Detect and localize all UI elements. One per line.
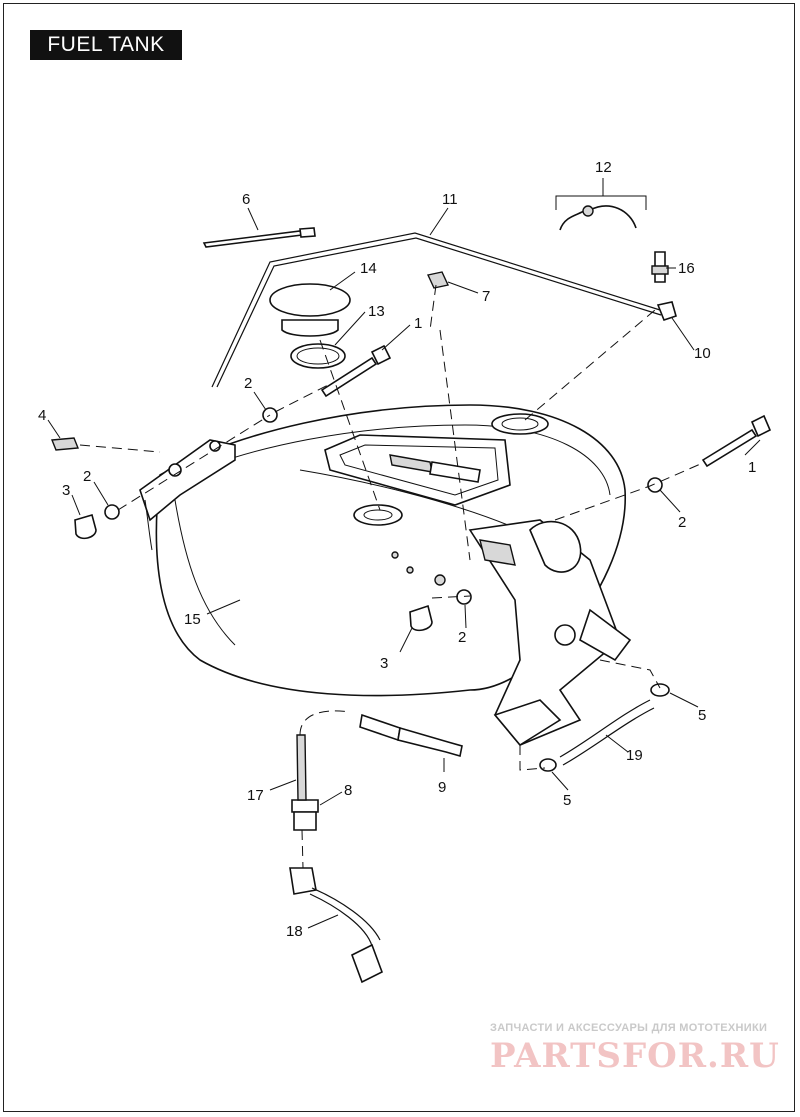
callout-2-front: 2 bbox=[83, 468, 91, 485]
washer-front bbox=[104, 504, 120, 520]
mounting-bolt-upper bbox=[320, 344, 392, 398]
callout-2-lower: 2 bbox=[458, 629, 466, 646]
fuel-line-connector bbox=[359, 713, 463, 758]
callout-9: 9 bbox=[438, 779, 446, 796]
callout-3-lower: 3 bbox=[380, 655, 388, 672]
washer-rear bbox=[647, 477, 663, 493]
callout-17: 17 bbox=[247, 787, 264, 804]
callout-2-upper: 2 bbox=[244, 375, 252, 392]
callout-5-upper: 5 bbox=[698, 707, 706, 724]
watermark-tagline: ЗАПЧАСТИ И АКСЕССУАРЫ ДЛЯ МОТОТЕХНИКИ bbox=[490, 1022, 768, 1034]
vent-hose-group bbox=[555, 195, 647, 231]
callout-4: 4 bbox=[38, 407, 46, 424]
callout-6: 6 bbox=[242, 191, 250, 208]
callout-7: 7 bbox=[482, 288, 490, 305]
callout-13: 13 bbox=[368, 303, 385, 320]
spring-hose bbox=[296, 734, 307, 801]
callout-3-front: 3 bbox=[62, 482, 70, 499]
callout-leader-lines bbox=[47, 178, 761, 929]
callout-19: 19 bbox=[626, 747, 643, 764]
page-frame bbox=[3, 3, 795, 1112]
washer-lower bbox=[456, 589, 472, 605]
callout-2-rear: 2 bbox=[678, 514, 686, 531]
callout-5-lower: 5 bbox=[563, 792, 571, 809]
assembly-reference-lines bbox=[79, 284, 706, 869]
callout-1-upper: 1 bbox=[414, 315, 422, 332]
callout-10: 10 bbox=[694, 345, 711, 362]
hose-clamp-upper bbox=[650, 683, 670, 697]
vent-tube bbox=[211, 232, 661, 388]
mounting-bolt-rear bbox=[701, 414, 772, 468]
watermark-logo: PARTSFOR.RU bbox=[490, 1036, 780, 1076]
drain-hose bbox=[559, 699, 651, 758]
page-title: FUEL TANK bbox=[30, 30, 182, 60]
clip-nut bbox=[51, 437, 79, 451]
callout-1-rear: 1 bbox=[748, 459, 756, 476]
callout-16: 16 bbox=[678, 260, 695, 277]
fuel-tank-body bbox=[155, 404, 626, 697]
callout-15: 15 bbox=[184, 611, 201, 628]
check-valve bbox=[651, 251, 669, 283]
callout-18: 18 bbox=[286, 923, 303, 940]
filler-cap bbox=[269, 283, 351, 337]
vent-elbow bbox=[656, 301, 677, 321]
callout-12: 12 bbox=[595, 159, 612, 176]
fuel-petcock-line bbox=[289, 867, 383, 984]
cable-tie bbox=[202, 230, 304, 248]
callout-8: 8 bbox=[344, 782, 352, 799]
callout-11: 11 bbox=[442, 191, 458, 208]
acorn-nut-lower bbox=[409, 604, 433, 632]
hose-clip bbox=[426, 271, 450, 289]
fuel-fitting bbox=[291, 799, 319, 831]
callout-labels: 12 6 11 16 14 7 13 1 10 2 4 1 2 3 2 15 2… bbox=[38, 159, 756, 940]
callout-14: 14 bbox=[360, 260, 377, 277]
rear-frame-section bbox=[468, 519, 632, 747]
acorn-nut-front bbox=[74, 514, 97, 540]
hose-clamp-lower bbox=[539, 758, 557, 772]
